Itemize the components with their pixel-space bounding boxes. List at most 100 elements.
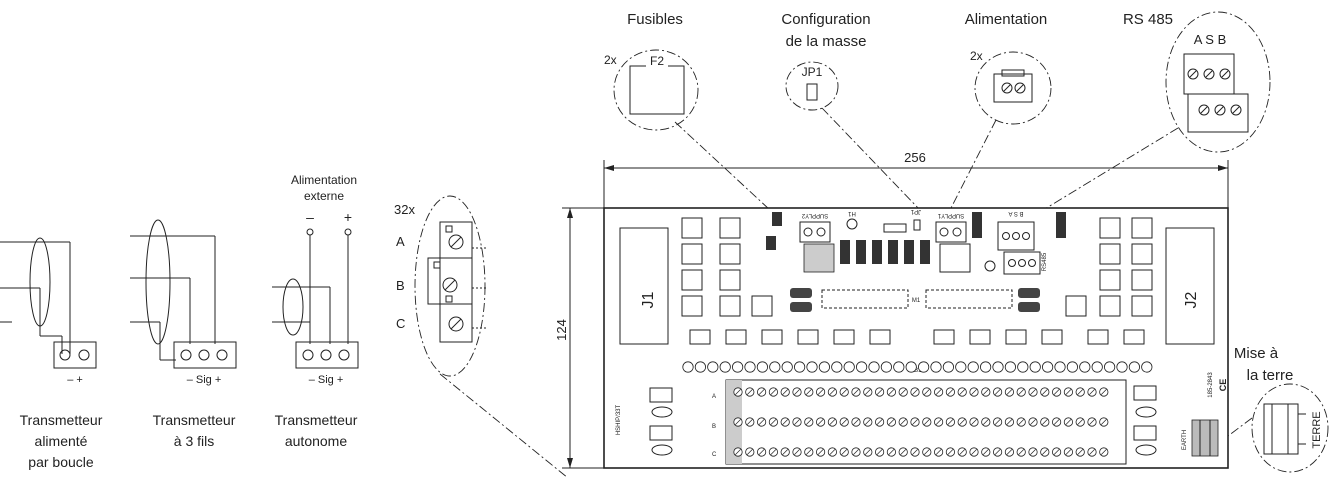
terminal-count: 32x bbox=[394, 202, 415, 217]
j1-connector bbox=[619, 227, 669, 345]
three-wire-label: Transmetteur bbox=[153, 412, 236, 428]
screw-slot bbox=[1065, 389, 1072, 395]
screw-slot bbox=[1089, 449, 1095, 455]
board-height: 124 bbox=[554, 319, 569, 341]
screw-slot bbox=[782, 389, 789, 395]
screw-slot bbox=[841, 449, 848, 455]
screw-icon bbox=[1219, 68, 1231, 80]
resistor-pad bbox=[955, 361, 967, 373]
external-plus: + bbox=[344, 209, 352, 225]
resistor-pad bbox=[1141, 361, 1153, 373]
screw-slot bbox=[841, 419, 848, 425]
screw-slot bbox=[853, 419, 859, 425]
resistor-row bbox=[682, 361, 1153, 373]
screw-slot bbox=[1041, 449, 1048, 455]
terminal-rows bbox=[733, 387, 1109, 457]
resistor-pad bbox=[967, 361, 979, 373]
j1-label: J1 bbox=[640, 291, 657, 308]
screw-slot bbox=[994, 419, 1001, 425]
screw-slot bbox=[746, 449, 753, 455]
board-row-b: B bbox=[712, 424, 716, 430]
earth-tag: TERRE bbox=[1311, 411, 1323, 448]
resistor-pad bbox=[942, 361, 955, 373]
screw-slot bbox=[805, 389, 812, 395]
screw-slot bbox=[888, 389, 895, 395]
row-b-label: B bbox=[396, 278, 405, 293]
fuses-title: Fusibles bbox=[627, 11, 683, 28]
loop-label: par boucle bbox=[28, 454, 94, 470]
screw-slot bbox=[794, 449, 800, 455]
screw-slot bbox=[1030, 389, 1036, 395]
screw-slot bbox=[829, 449, 836, 455]
earth-title: Mise à bbox=[1234, 345, 1279, 362]
resistor-pad bbox=[756, 361, 769, 373]
screw-slot bbox=[876, 419, 883, 425]
screw-slot bbox=[876, 389, 883, 395]
screw-slot bbox=[782, 419, 789, 425]
row-a-label: A bbox=[396, 234, 405, 249]
ref-number: HSHIP/33T bbox=[616, 404, 622, 435]
resistor-pad bbox=[694, 361, 707, 373]
screw-slot bbox=[817, 449, 824, 455]
terminal-screw bbox=[338, 349, 350, 361]
three-wire-wiring: – Sig + Transmetteur à 3 fils bbox=[130, 219, 237, 449]
screw-slot bbox=[971, 389, 977, 395]
screw-slot bbox=[1041, 389, 1048, 395]
screw-icon bbox=[1203, 68, 1215, 80]
screw-slot bbox=[947, 389, 954, 395]
tb1-label: TB1 bbox=[910, 368, 922, 374]
resistor-pad bbox=[1029, 361, 1041, 373]
resistor-pad bbox=[719, 361, 731, 373]
resistor-pad bbox=[1017, 361, 1029, 373]
resistor-pad bbox=[917, 361, 930, 373]
screw-slot bbox=[1018, 449, 1025, 455]
external-supply-label: externe bbox=[304, 189, 344, 203]
board-row-a: A bbox=[712, 394, 716, 400]
screw-slot bbox=[782, 449, 789, 455]
screw-slot bbox=[735, 419, 741, 425]
autonomous-label: autonome bbox=[285, 433, 347, 449]
resistor-pad bbox=[1116, 361, 1128, 373]
screw-slot bbox=[1018, 419, 1025, 425]
loop-label: alimenté bbox=[35, 433, 88, 449]
three-wire-terminal-block bbox=[173, 341, 237, 369]
screw-slot bbox=[794, 419, 800, 425]
resistor-pad bbox=[806, 361, 818, 373]
fuses-count: 2x bbox=[604, 53, 617, 67]
screw-slot bbox=[912, 449, 918, 455]
screw-slot bbox=[1018, 389, 1025, 395]
terminal-detail: 32x A B C bbox=[394, 195, 569, 478]
screw-slot bbox=[770, 389, 777, 395]
resistor-pad bbox=[1004, 361, 1017, 373]
pcb-board: J1 J2 SUPPLY2 H1 bbox=[603, 207, 1229, 469]
supply-count: 2x bbox=[970, 49, 983, 63]
screw-slot bbox=[735, 449, 741, 455]
resistor-pad bbox=[1042, 361, 1054, 373]
screw-slot bbox=[923, 389, 930, 395]
screw-slot bbox=[935, 419, 942, 425]
terminal-screw bbox=[180, 349, 192, 361]
resistor-pad bbox=[1104, 361, 1116, 373]
ce-mark: CE bbox=[1218, 379, 1228, 392]
screw-slot bbox=[1053, 449, 1060, 455]
j2-connector bbox=[1165, 227, 1215, 345]
screw-slot bbox=[770, 449, 777, 455]
resistor-pad bbox=[818, 361, 831, 373]
loop-terminal-block bbox=[53, 341, 97, 369]
resistor-pad bbox=[1128, 361, 1141, 373]
autonomous-wiring: Alimentation externe – + – Sig + Transme… bbox=[272, 173, 359, 449]
resistor-pad bbox=[731, 361, 744, 373]
loop-terminal-labels: – + bbox=[67, 374, 83, 386]
resistor-pad bbox=[1079, 361, 1091, 373]
resistor-pad bbox=[855, 361, 868, 373]
screw-slot bbox=[994, 389, 1001, 395]
rs485-title: RS 485 bbox=[1123, 11, 1173, 28]
resistor-pad bbox=[831, 361, 843, 373]
screw-slot bbox=[971, 449, 977, 455]
loop-label: Transmetteur bbox=[20, 412, 103, 428]
screw-slot bbox=[864, 389, 871, 395]
screw-slot bbox=[758, 419, 765, 425]
screw-slot bbox=[947, 419, 954, 425]
screw-slot bbox=[1100, 419, 1107, 425]
